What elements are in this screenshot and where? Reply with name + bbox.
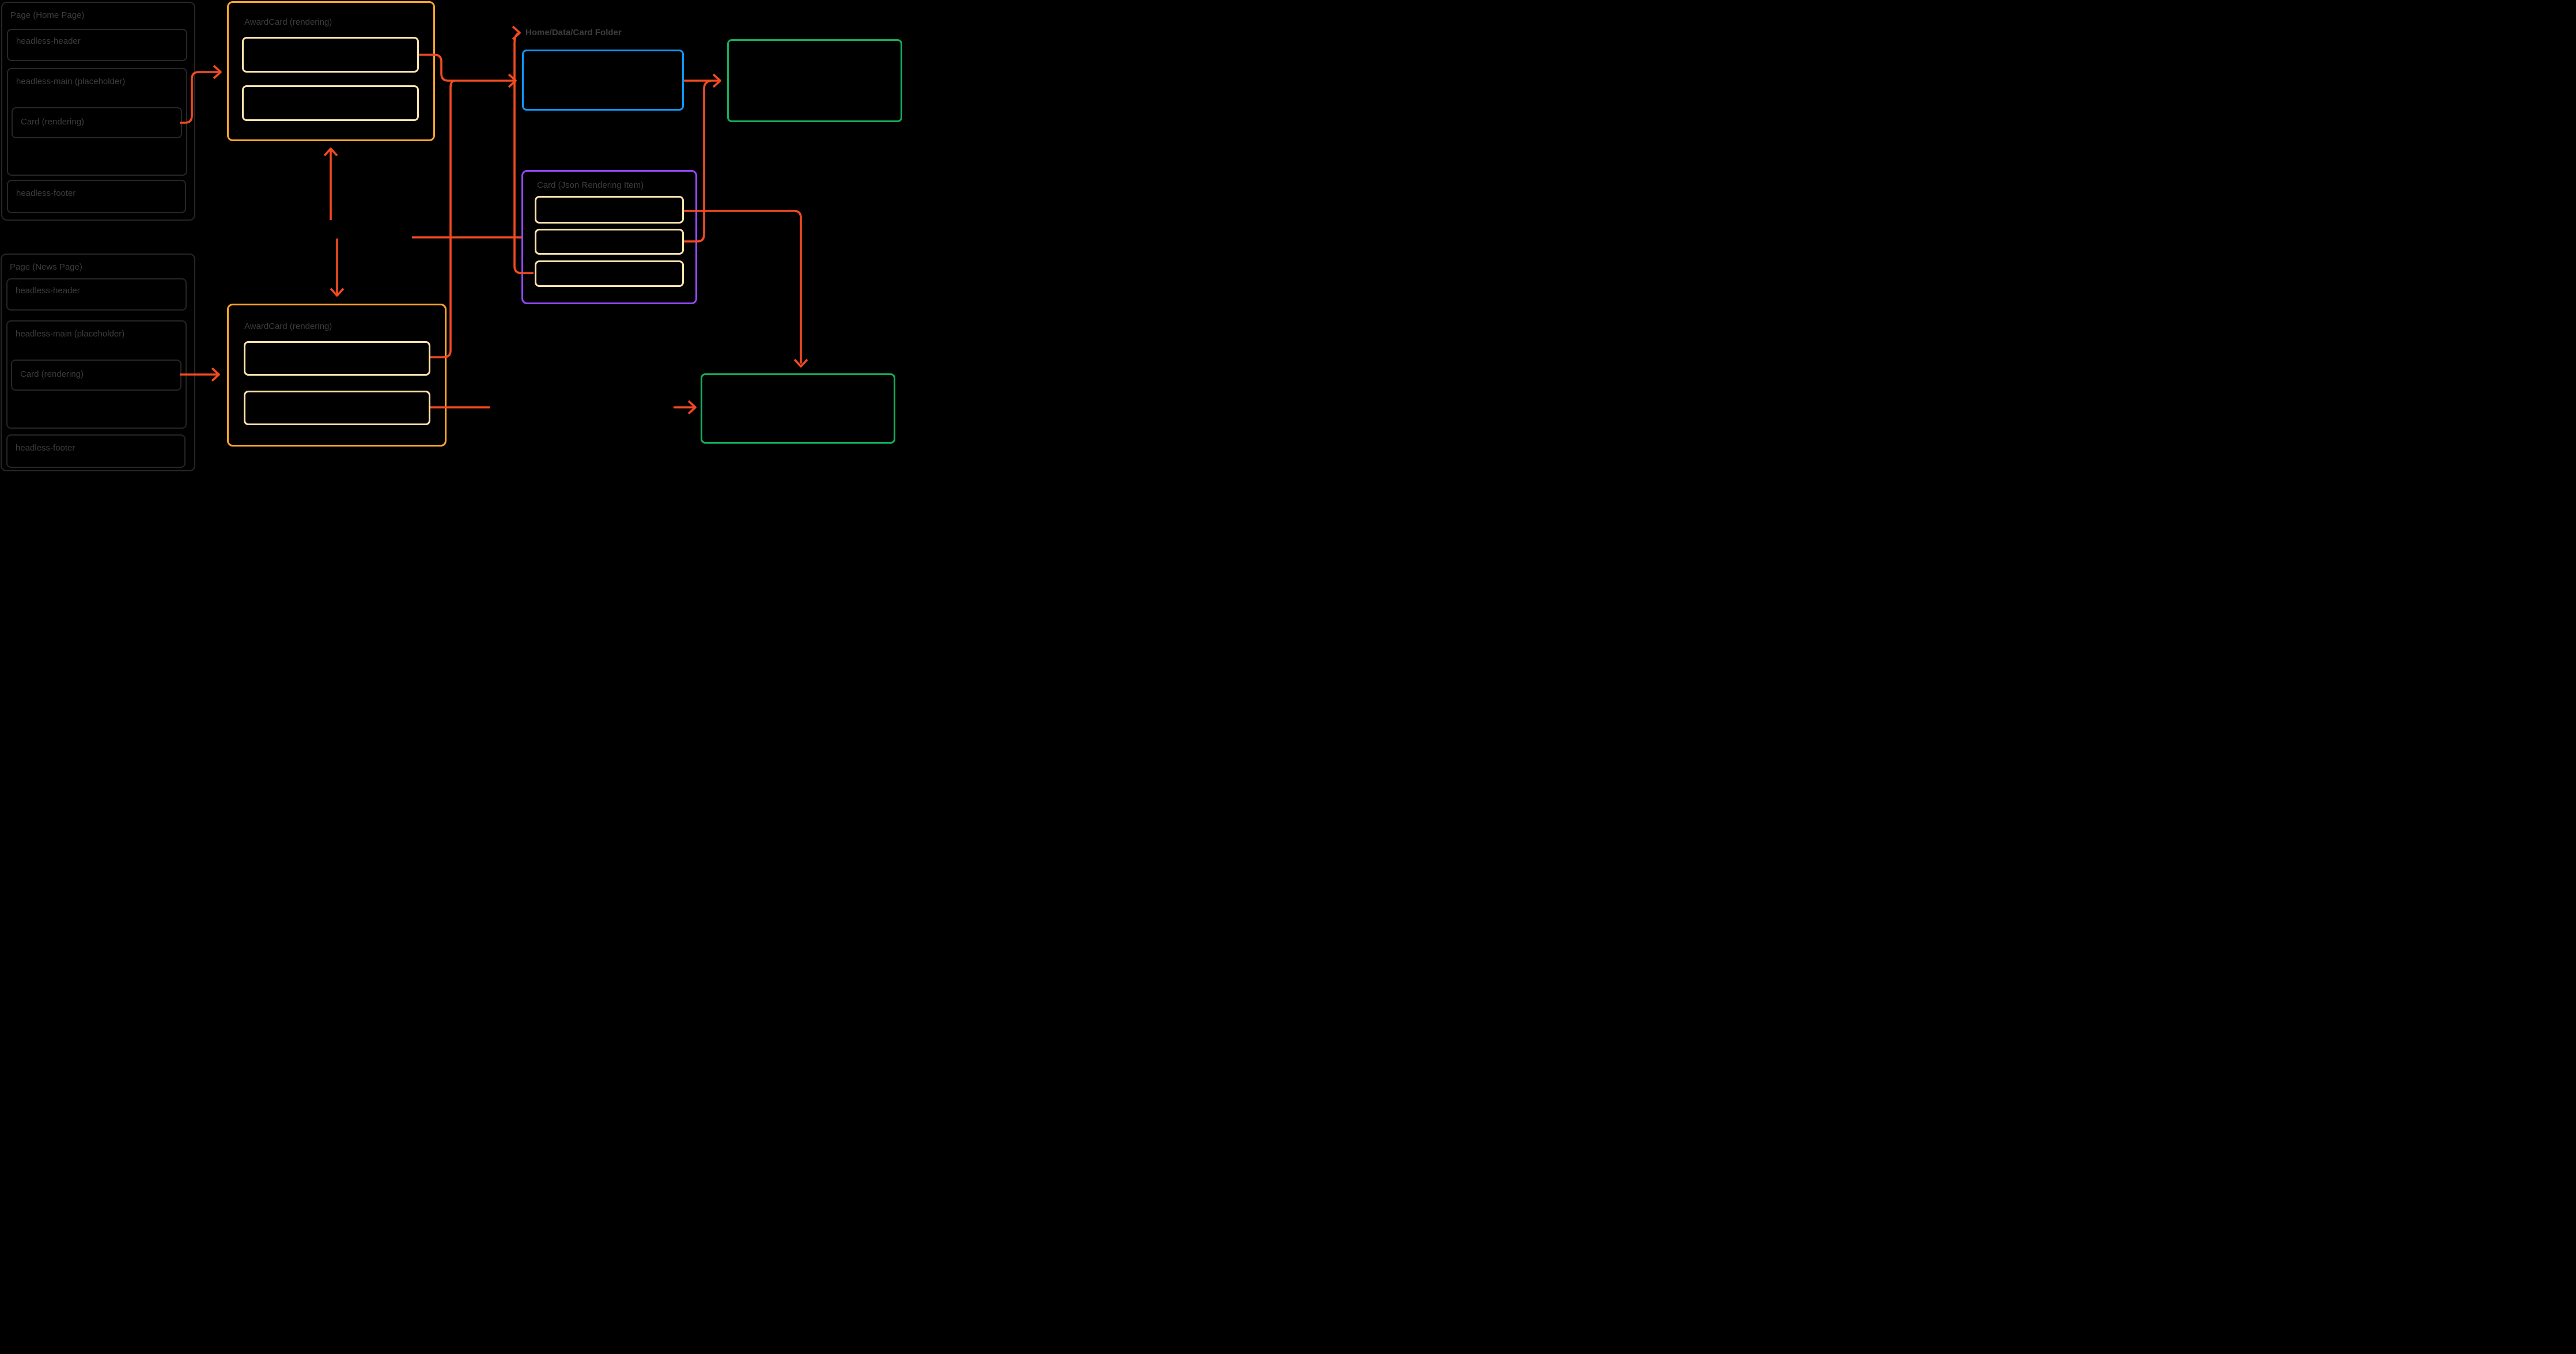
home-card-rendering-label: Card (rendering) xyxy=(21,117,85,127)
result-box-bottom[interactable] xyxy=(701,373,895,444)
connector-home-card-to-award-top[interactable] xyxy=(180,65,222,124)
connector-layer xyxy=(180,25,808,415)
award-card-bottom-title: AwardCard (rendering) xyxy=(244,322,332,331)
json-item-field-2[interactable] xyxy=(535,229,684,255)
connector-down-arrow-between-awards[interactable] xyxy=(330,239,345,297)
award-card-bottom-box[interactable]: AwardCard (rendering) xyxy=(227,304,447,447)
news-headless-main-label: headless-main (placeholder) xyxy=(16,329,125,339)
news-headless-footer-label: headless-footer xyxy=(16,443,75,453)
connector-news-card-to-award-bottom[interactable] xyxy=(180,367,220,382)
figjam-canvas: Page (Home Page) headless-header headles… xyxy=(0,0,903,475)
award-card-bottom-field-2[interactable] xyxy=(244,391,430,425)
connector-branch-to-json-field2[interactable] xyxy=(684,80,712,243)
award-card-top-field-1[interactable] xyxy=(242,37,419,73)
card-folder-datasource-box[interactable] xyxy=(522,50,684,111)
connector-datasource-to-result-top[interactable] xyxy=(684,73,721,88)
connector-json-field1-to-result-bottom[interactable] xyxy=(684,210,808,368)
connector-award-bottom-to-datasource[interactable] xyxy=(430,80,456,358)
award-card-top-field-2[interactable] xyxy=(242,85,419,121)
connector-up-arrow-between-awards[interactable] xyxy=(323,147,338,220)
page-home-title: Page (Home Page) xyxy=(10,10,85,20)
news-headless-footer-box[interactable]: headless-footer xyxy=(6,434,186,468)
json-rendering-item-title: Card (Json Rendering Item) xyxy=(537,180,644,190)
json-item-field-3[interactable] xyxy=(535,260,684,287)
result-box-top[interactable] xyxy=(727,39,902,122)
connector-award-top-to-datasource[interactable] xyxy=(419,54,517,88)
home-headless-footer-label: headless-footer xyxy=(16,188,76,198)
home-headless-footer-box[interactable]: headless-footer xyxy=(7,180,186,213)
home-headless-header-box[interactable]: headless-header xyxy=(7,29,187,61)
award-card-top-box[interactable]: AwardCard (rendering) xyxy=(227,1,435,141)
page-home-box[interactable]: Page (Home Page) headless-header headles… xyxy=(1,2,195,221)
news-headless-header-box[interactable]: headless-header xyxy=(6,278,187,311)
award-card-top-title: AwardCard (rendering) xyxy=(244,17,332,27)
home-headless-main-label: headless-main (placeholder) xyxy=(16,77,126,86)
award-card-bottom-field-1[interactable] xyxy=(244,341,430,376)
news-headless-header-label: headless-header xyxy=(16,286,80,296)
card-folder-label: Home/Data/Card Folder xyxy=(525,28,622,37)
json-rendering-item-box[interactable]: Card (Json Rendering Item) xyxy=(521,170,697,304)
page-news-title: Page (News Page) xyxy=(10,262,82,272)
home-headless-header-label: headless-header xyxy=(16,36,81,46)
connector-datasource-to-folder-label-and-field3[interactable] xyxy=(512,25,534,274)
news-card-rendering-label: Card (rendering) xyxy=(20,369,84,379)
json-item-field-1[interactable] xyxy=(535,196,684,224)
connector-stub-into-result-bottom[interactable] xyxy=(674,400,697,415)
